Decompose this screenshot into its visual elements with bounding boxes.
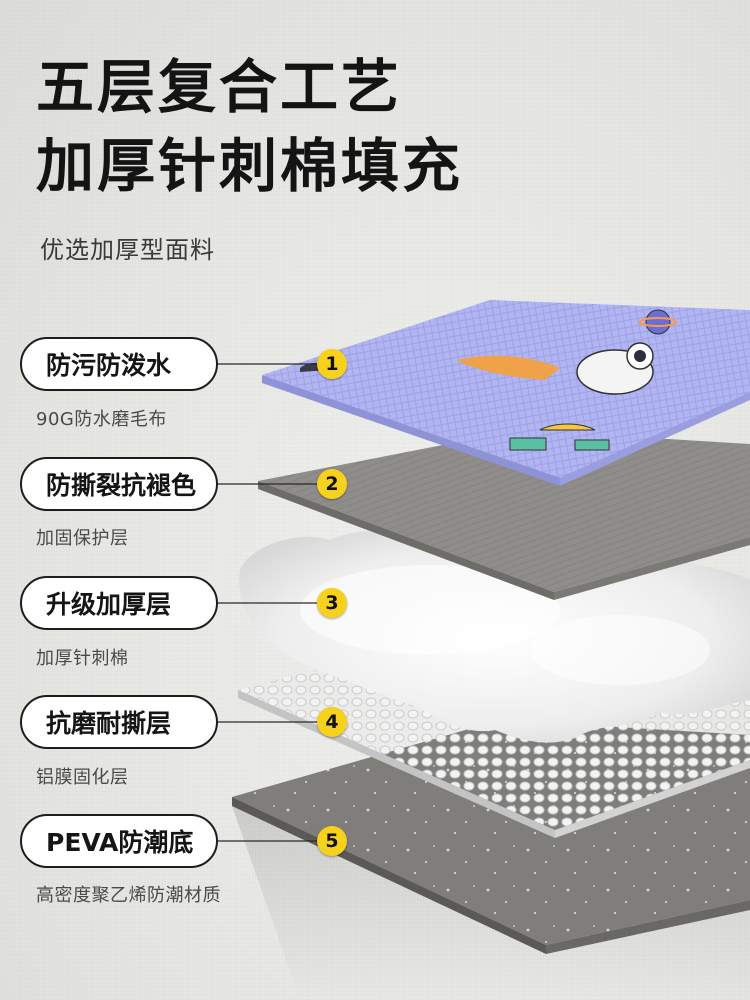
- layer-1-material: 90G防水磨毛布: [36, 409, 167, 430]
- layer-2-material: 加固保护层: [36, 528, 129, 549]
- layer-3-number-badge: 3: [317, 588, 347, 618]
- layer-1-label: 防污防泼水: [20, 337, 218, 391]
- layer-1-number-badge: 1: [317, 349, 347, 379]
- headline-line-1: 五层复合工艺: [36, 53, 403, 121]
- layer-4-label: 抗磨耐撕层: [20, 695, 218, 749]
- subtitle: 优选加厚型面料: [40, 236, 215, 264]
- layer-3-material: 加厚针刺棉: [36, 648, 129, 669]
- layer-5-label: PEVA防潮底: [20, 814, 218, 868]
- layer-1-printed-fabric: [262, 300, 750, 486]
- layer-5-material: 高密度聚乙烯防潮材质: [36, 885, 221, 906]
- layer-4-number-badge: 4: [317, 707, 347, 737]
- layer-3-label: 升级加厚层: [20, 576, 218, 630]
- layer-2-label: 防撕裂抗褪色: [20, 457, 218, 511]
- layer-2-grey-protective: [258, 430, 750, 600]
- leader-lines: [218, 363, 318, 842]
- layer-2-number-badge: 2: [317, 469, 347, 499]
- headline-line-2: 加厚针刺棉填充: [36, 132, 464, 200]
- layer-4-material: 铝膜固化层: [36, 767, 129, 788]
- layer-5-number-badge: 5: [317, 826, 347, 856]
- layer-3-needle-cotton: [239, 530, 750, 743]
